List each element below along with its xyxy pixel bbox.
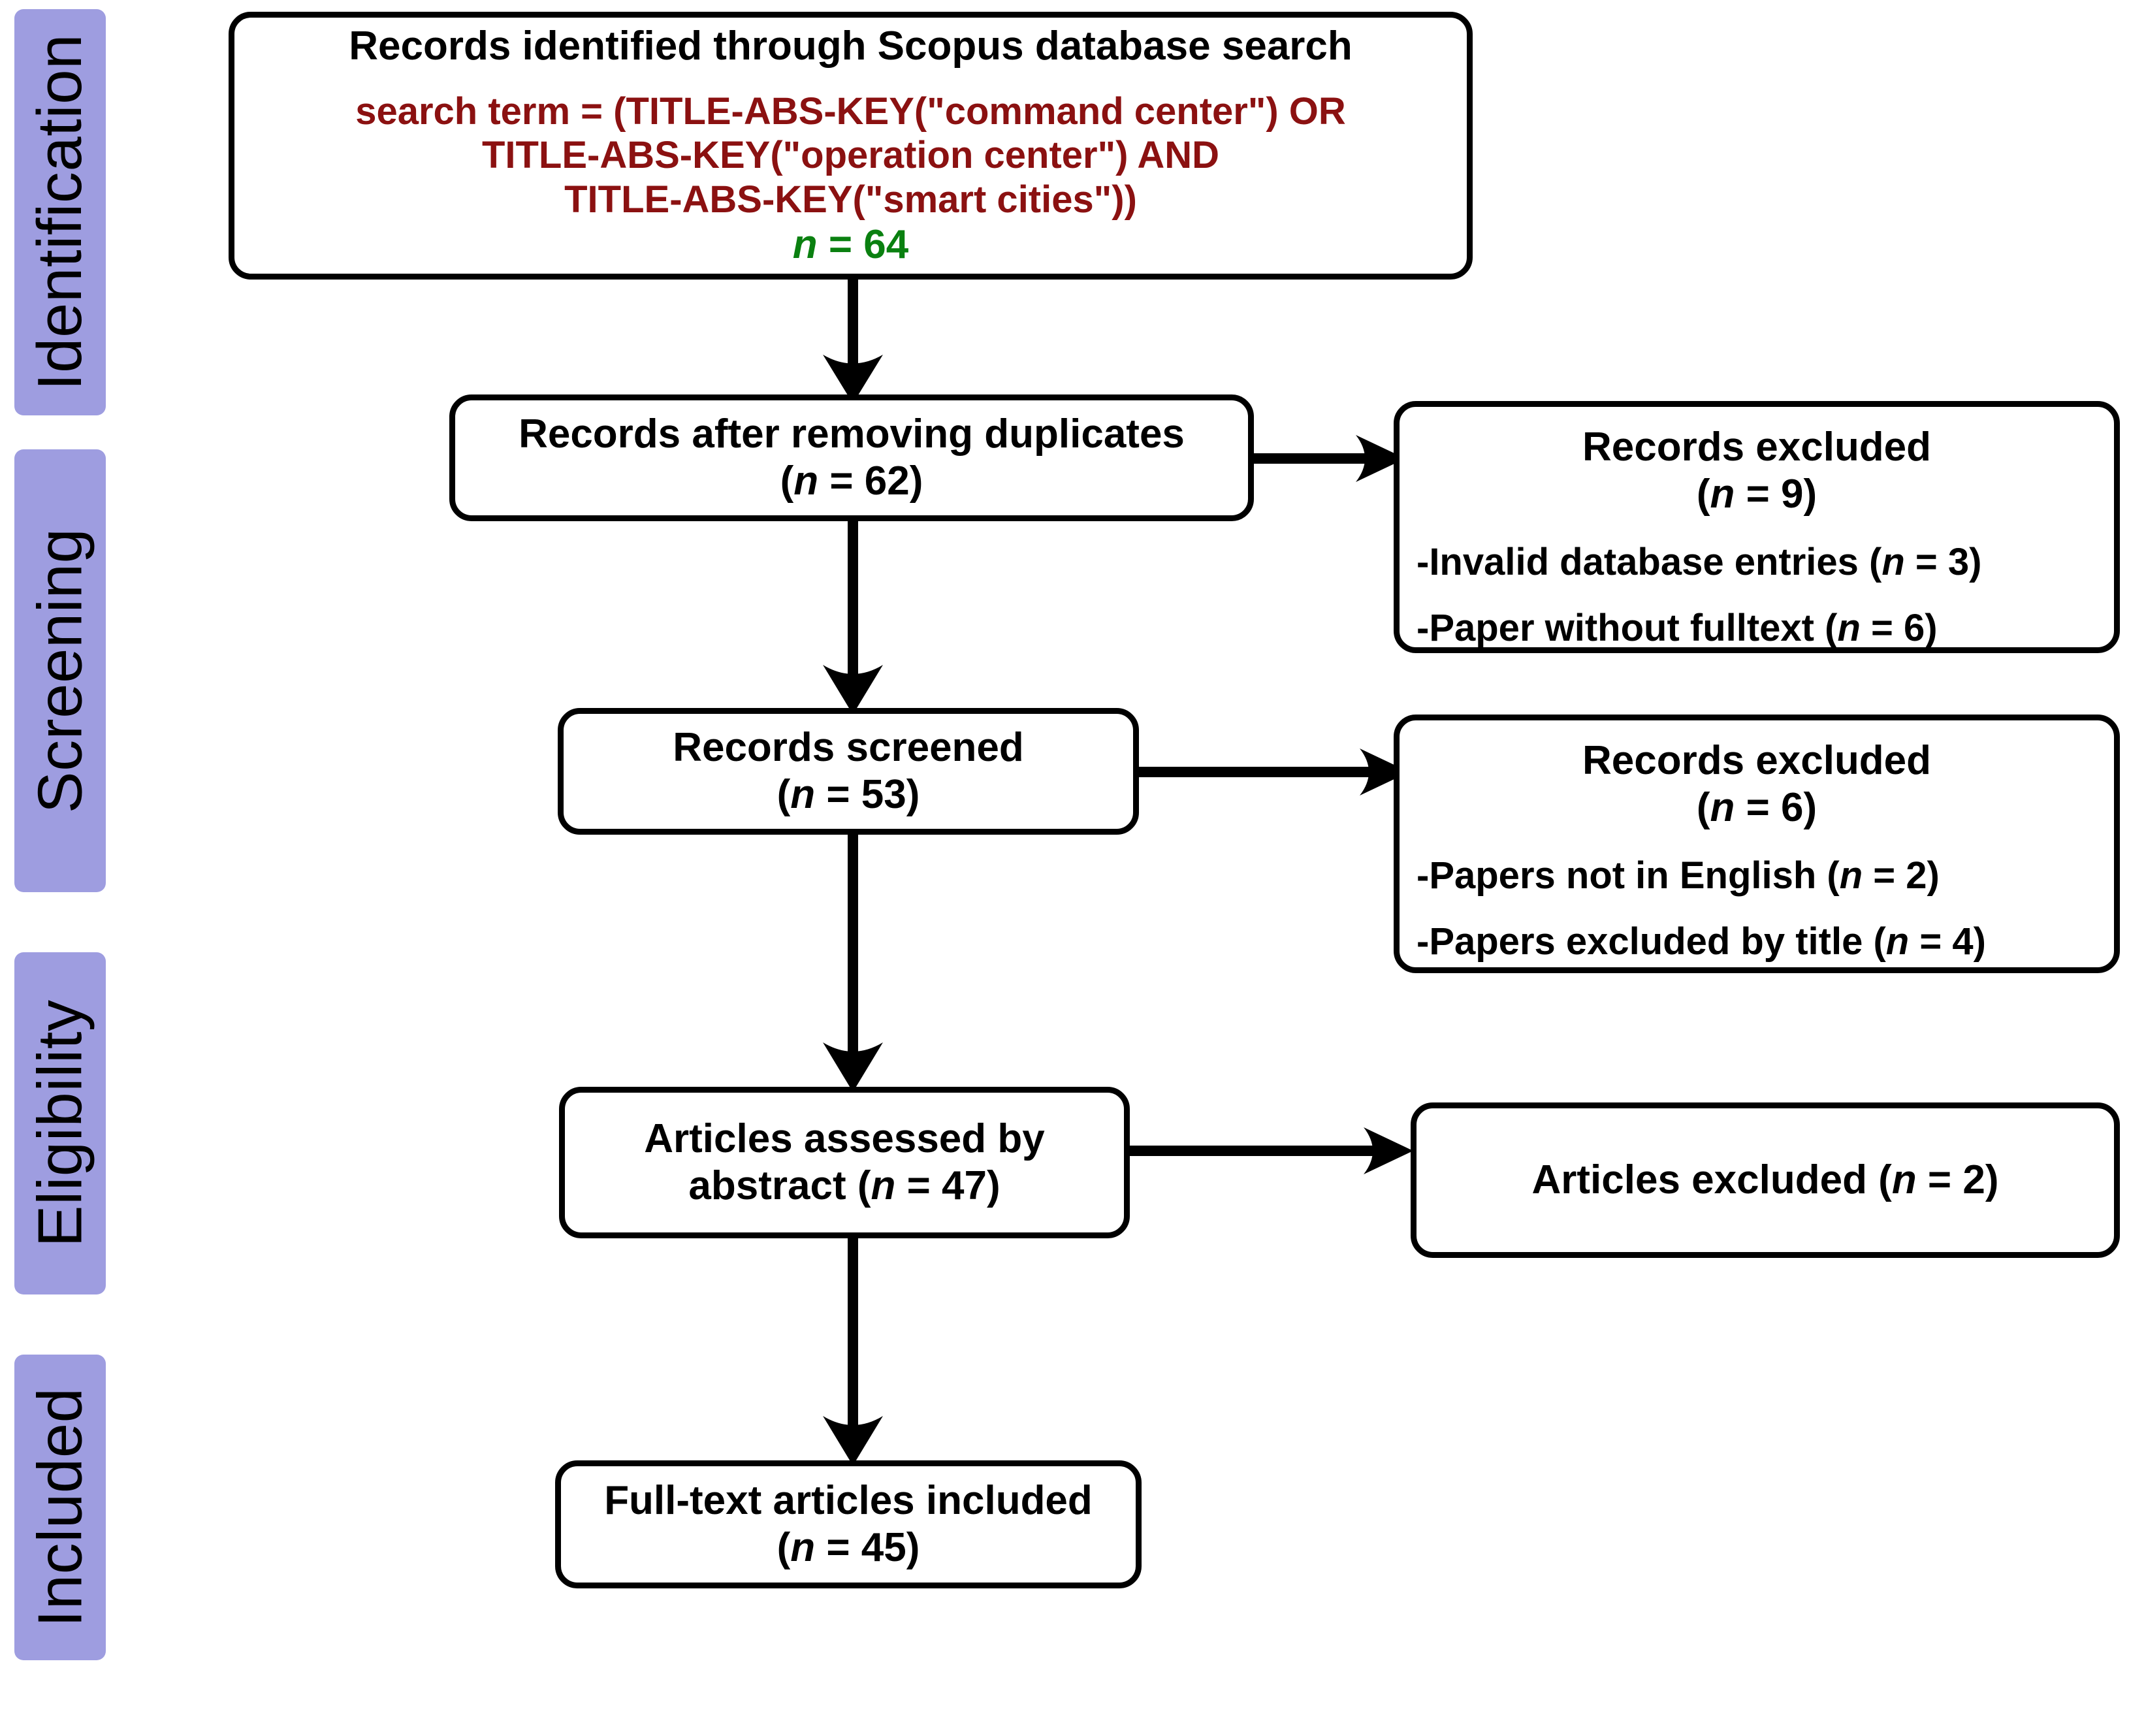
node-articles-assessed[interactable]: Articles assessed by abstract (n = 47) [559, 1087, 1130, 1238]
node-excluded-dup-reason-2: -Paper without fulltext (n = 6) [1417, 607, 1938, 650]
phase-label-eligibility: Eligibility [25, 999, 95, 1247]
node-excluded-scr-reason-2: -Papers excluded by title (n = 4) [1417, 920, 1986, 963]
node-screened-title: Records screened [673, 725, 1024, 771]
arrow-identified-to-duplicates [816, 273, 895, 404]
arrow-assessed-to-excluded [1125, 1123, 1418, 1202]
node-identified-count-value: 64 [863, 221, 909, 267]
node-assessed-title-line-2: abstract (n = 47) [688, 1163, 1000, 1208]
node-excluded-abs-title: Articles excluded (n = 2) [1531, 1157, 1999, 1203]
node-excluded-dup-title: Records excluded [1582, 425, 1932, 470]
node-records-screened[interactable]: Records screened (n = 53) [558, 708, 1139, 835]
phase-bar-eligibility: Eligibility [14, 952, 106, 1294]
node-duplicates-title: Records after removing duplicates [519, 411, 1185, 457]
node-identified-query-line-2: TITLE-ABS-KEY("operation center") AND [481, 134, 1220, 177]
node-records-excluded-screened[interactable]: Records excluded (n = 6) -Papers not in … [1394, 715, 2120, 973]
node-articles-excluded-abstract[interactable]: Articles excluded (n = 2) [1411, 1102, 2120, 1258]
node-records-after-duplicates[interactable]: Records after removing duplicates (n = 6… [449, 394, 1254, 521]
node-excluded-dup-count: (n = 9) [1696, 471, 1817, 517]
phase-label-screening: Screening [25, 528, 95, 814]
node-records-identified[interactable]: Records identified through Scopus databa… [229, 12, 1473, 280]
node-included-count: (n = 45) [776, 1525, 920, 1570]
node-identified-query-line-3: TITLE-ABS-KEY("smart cities")) [564, 178, 1137, 221]
arrow-duplicates-to-screened [816, 520, 895, 716]
phase-bar-included: Included [14, 1355, 106, 1660]
node-identified-title: Records identified through Scopus databa… [349, 24, 1353, 69]
node-identified-query-line-1: search term = (TITLE-ABS-KEY("command ce… [355, 90, 1346, 133]
node-articles-included[interactable]: Full-text articles included (n = 45) [555, 1460, 1142, 1588]
node-assessed-title-line-1: Articles assessed by [644, 1116, 1045, 1162]
node-included-title: Full-text articles included [604, 1478, 1093, 1524]
node-identified-count: n = 64 [249, 221, 1452, 268]
node-excluded-dup-reason-1: -Invalid database entries (n = 3) [1417, 540, 1982, 583]
node-excluded-scr-reason-1: -Papers not in English (n = 2) [1417, 854, 1940, 897]
arrow-screened-to-excluded [1134, 745, 1415, 823]
phase-label-included: Included [25, 1387, 95, 1628]
phase-label-identification: Identification [25, 33, 95, 391]
arrow-duplicates-to-excluded [1247, 431, 1411, 509]
node-screened-count: (n = 53) [776, 772, 920, 817]
arrow-assessed-to-included [816, 1234, 895, 1467]
phase-bar-identification: Identification [14, 9, 106, 415]
node-identified-count-eq: = [817, 221, 864, 267]
node-duplicates-count: (n = 62) [780, 458, 923, 504]
phase-bar-screening: Screening [14, 449, 106, 892]
arrow-screened-to-assessed [816, 832, 895, 1093]
node-excluded-scr-title: Records excluded [1582, 738, 1932, 783]
node-records-excluded-duplicates[interactable]: Records excluded (n = 9) -Invalid databa… [1394, 401, 2120, 653]
node-identified-count-symbol: n [792, 221, 818, 267]
node-excluded-scr-count: (n = 6) [1696, 784, 1817, 830]
